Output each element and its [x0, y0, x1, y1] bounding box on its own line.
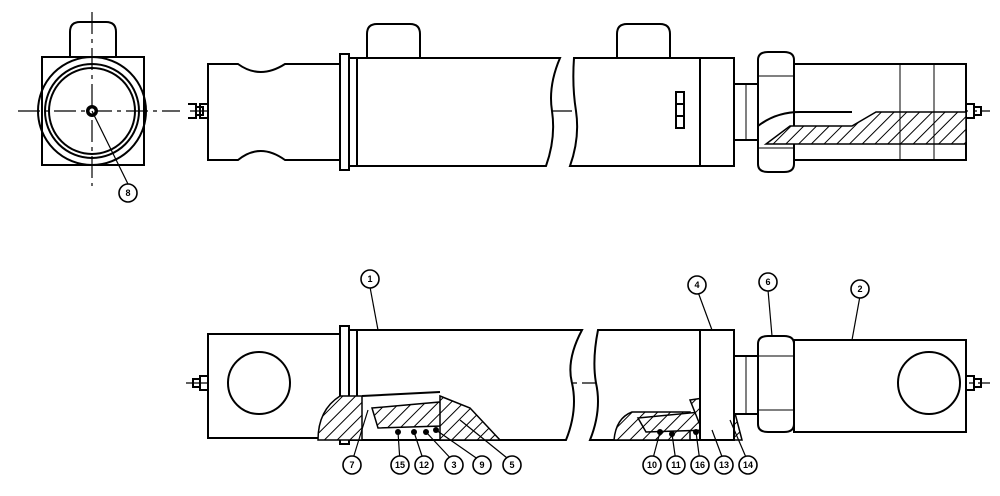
svg-text:4: 4	[694, 280, 699, 290]
balloon-15: 15	[390, 455, 410, 475]
svg-text:6: 6	[765, 277, 770, 287]
svg-text:11: 11	[671, 460, 681, 470]
svg-text:3: 3	[451, 460, 456, 470]
svg-text:14: 14	[743, 460, 753, 470]
svg-text:15: 15	[395, 460, 405, 470]
svg-text:10: 10	[647, 460, 657, 470]
side-view-section	[186, 286, 990, 463]
balloon-7: 7	[342, 455, 362, 475]
svg-text:5: 5	[509, 460, 514, 470]
balloon-1: 1	[360, 269, 380, 289]
svg-text:8: 8	[125, 188, 130, 198]
svg-text:1: 1	[367, 274, 372, 284]
balloon-10: 10	[642, 455, 662, 475]
balloon-14: 14	[738, 455, 758, 475]
balloon-12: 12	[414, 455, 434, 475]
balloon-8: 8	[118, 183, 138, 203]
svg-text:2: 2	[857, 284, 862, 294]
svg-text:9: 9	[479, 460, 484, 470]
balloon-2: 2	[850, 279, 870, 299]
balloon-11: 11	[666, 455, 686, 475]
balloon-13: 13	[714, 455, 734, 475]
balloon-16: 16	[690, 455, 710, 475]
balloon-6: 6	[758, 272, 778, 292]
balloon-9: 9	[472, 455, 492, 475]
balloon-5: 5	[502, 455, 522, 475]
balloon-3: 3	[444, 455, 464, 475]
svg-text:13: 13	[719, 460, 729, 470]
balloon-4: 4	[687, 275, 707, 295]
svg-text:16: 16	[695, 460, 705, 470]
end-view	[18, 12, 204, 186]
side-view-top	[190, 23, 990, 173]
svg-text:7: 7	[349, 460, 354, 470]
svg-text:12: 12	[419, 460, 429, 470]
